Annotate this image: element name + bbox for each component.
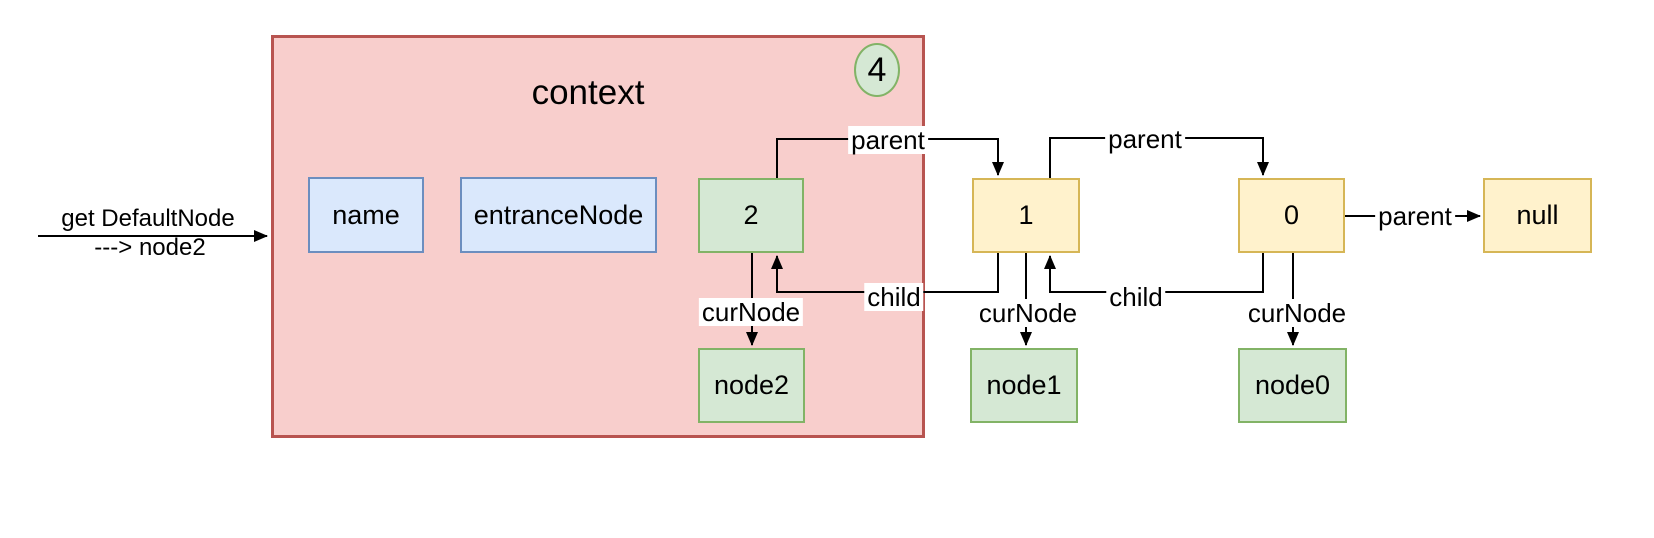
edge-label-child-0-to-1: child [1106,283,1166,311]
node-box-node1: node1 [970,348,1078,423]
field-box-entrance-node: entranceNode [460,177,657,253]
node-box-node2: node2 [698,348,805,423]
edge-label-curnode-0: curNode [1244,299,1350,327]
node-box-node0: node0 [1238,348,1347,423]
step-badge-value: 4 [867,50,887,89]
incoming-annotation-line2: ---> node2 [94,234,206,261]
incoming-annotation-line1: get DefaultNode [61,205,235,232]
context-title: context [531,73,645,112]
edge-label-parent-1-to-0: parent [1105,125,1185,153]
edge-label-curnode-1: curNode [975,299,1081,327]
context-level-box-2: 2 [698,178,804,253]
edge-label-child-1-to-2: child [864,283,924,311]
chain-box-1: 1 [972,178,1080,253]
chain-box-null: null [1483,178,1592,253]
edge-label-parent-2-to-1: parent [848,126,928,154]
edge-label-curnode-2: curNode [698,298,804,326]
edge-label-parent-0-to-null: parent [1375,202,1455,230]
chain-box-0: 0 [1238,178,1345,253]
field-box-name: name [308,177,424,253]
step-badge: 4 [854,43,900,97]
